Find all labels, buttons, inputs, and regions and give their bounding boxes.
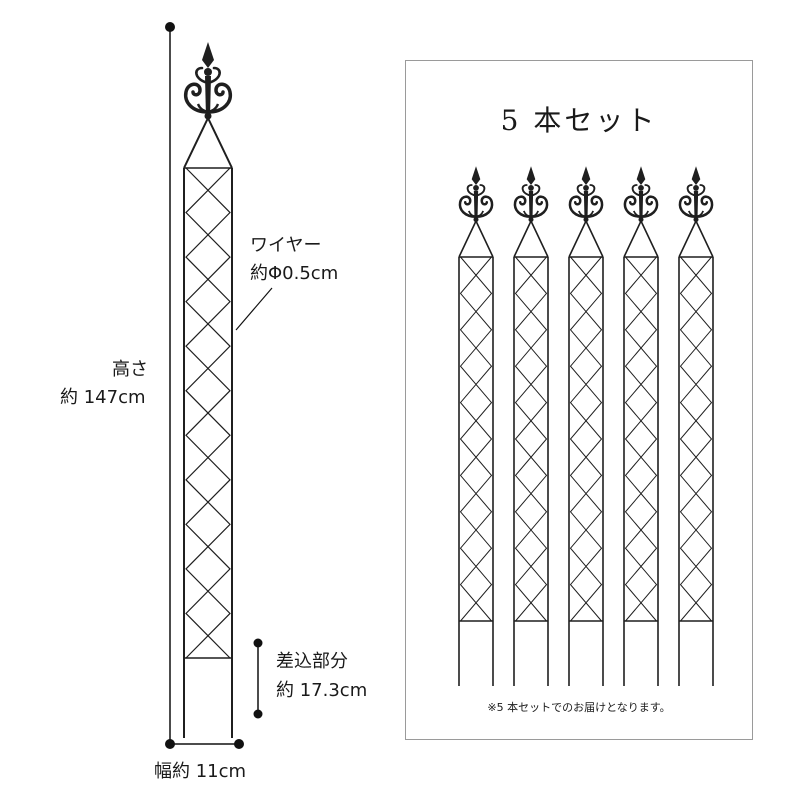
set-trellis-2 bbox=[513, 165, 549, 686]
height-title: 高さ bbox=[112, 359, 148, 380]
stake-dimension bbox=[253, 638, 263, 719]
lattice-wires bbox=[185, 167, 231, 659]
set-trellis-5 bbox=[678, 165, 714, 686]
wire-value: 約Φ0.5cm bbox=[250, 263, 339, 284]
lattice-wire-path bbox=[679, 256, 713, 622]
height-dimension bbox=[165, 22, 175, 749]
lattice-wires bbox=[624, 256, 658, 622]
set-trellises bbox=[458, 165, 714, 686]
lattice-wire-path bbox=[514, 256, 548, 622]
set-trellis-4 bbox=[623, 165, 659, 686]
wire-title: ワイヤー bbox=[250, 235, 322, 256]
set-title: 5 本セット bbox=[500, 104, 658, 137]
width-dimension bbox=[170, 739, 244, 749]
lattice-wire-path bbox=[459, 256, 493, 622]
single-trellis bbox=[183, 40, 233, 738]
lattice-wire-path bbox=[624, 256, 658, 622]
finial-ornament bbox=[623, 165, 659, 224]
finial-ornament bbox=[183, 40, 233, 122]
stake-title: 差込部分 bbox=[276, 651, 348, 672]
wire-leader-line bbox=[235, 287, 273, 331]
lattice-wires bbox=[514, 256, 548, 622]
width-value: 幅約 11cm bbox=[154, 761, 247, 782]
trellis-frame bbox=[568, 220, 604, 686]
trellis-frame bbox=[678, 220, 714, 686]
trellis-frame bbox=[513, 220, 549, 686]
set-note: ※5 本セットでのお届けとなります。 bbox=[487, 701, 671, 714]
set-panel: 5 本セット ※5 本セットでのお届けとなります。 bbox=[405, 60, 753, 740]
lattice-wire-path bbox=[569, 256, 603, 622]
lattice-wires bbox=[459, 256, 493, 622]
lattice-wire-path bbox=[185, 167, 231, 659]
finial-ornament bbox=[568, 165, 604, 224]
set-trellis-1 bbox=[458, 165, 494, 686]
trellis-frame bbox=[623, 220, 659, 686]
lattice-wires bbox=[569, 256, 603, 622]
finial-ornament bbox=[458, 165, 494, 224]
height-value: 約 147cm bbox=[60, 387, 146, 408]
set-trellis-3 bbox=[568, 165, 604, 686]
finial-ornament bbox=[513, 165, 549, 224]
trellis-frame bbox=[458, 220, 494, 686]
finial-ornament bbox=[678, 165, 714, 224]
lattice-wires bbox=[679, 256, 713, 622]
stake-value: 約 17.3cm bbox=[276, 680, 368, 701]
